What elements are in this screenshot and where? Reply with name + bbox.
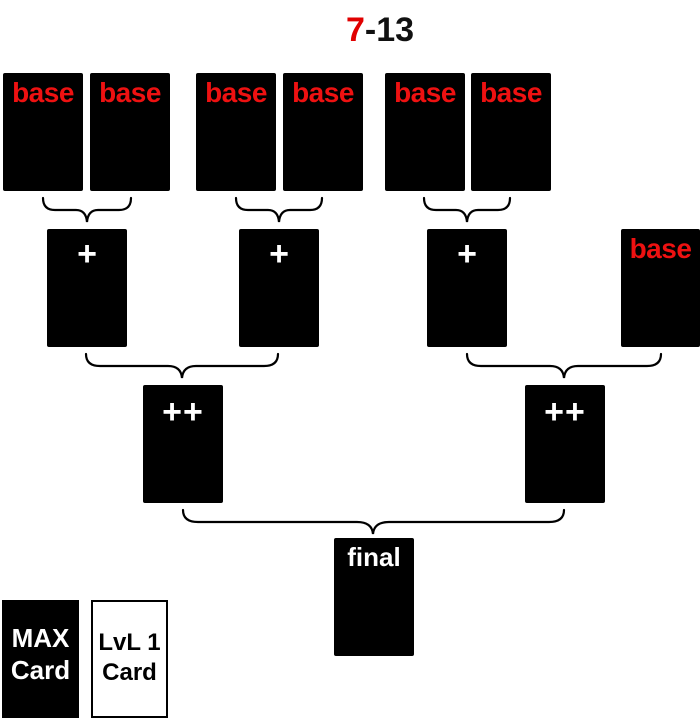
base-card-label: base <box>12 77 74 108</box>
plusplus-card: ++ <box>143 385 223 503</box>
base-card-label: base <box>394 77 456 108</box>
brace <box>465 352 663 379</box>
plusplus-card-label: ++ <box>162 393 204 431</box>
plus-card: + <box>47 229 127 347</box>
legend-lvl1-card: LvL 1 Card <box>91 600 168 718</box>
base-card-label: base <box>480 77 542 108</box>
brace <box>41 196 133 223</box>
legend-max-line1: MAX <box>11 623 70 653</box>
base-card: base <box>90 73 170 191</box>
legend-lvl-line1: LvL 1 <box>98 629 161 656</box>
final-card: final <box>334 538 414 656</box>
plus-card-label: + <box>77 235 97 273</box>
brace <box>181 508 566 535</box>
diagram-title: 7-13 <box>0 10 700 50</box>
plus-card-label: + <box>457 235 477 273</box>
title-red-part: 7 <box>345 11 365 49</box>
base-card-label: base <box>205 77 267 108</box>
legend-max-line2: Card <box>10 655 71 685</box>
base-card-label: base <box>292 77 354 108</box>
title-black-part: -13 <box>364 11 415 49</box>
base-card: base <box>471 73 551 191</box>
plusplus-card-label: ++ <box>544 393 586 431</box>
base-card-label: base <box>99 77 161 108</box>
base-card: base <box>621 229 700 347</box>
brace <box>84 352 280 379</box>
base-card: base <box>3 73 83 191</box>
plus-card: + <box>239 229 319 347</box>
final-card-label: final <box>347 542 401 572</box>
brace <box>422 196 512 223</box>
legend-lvl-line2: Card <box>102 659 157 686</box>
base-card: base <box>196 73 276 191</box>
base-card: base <box>283 73 363 191</box>
plus-card-label: + <box>269 235 289 273</box>
base-card-label: base <box>629 233 692 264</box>
plusplus-card: ++ <box>525 385 605 503</box>
legend-max-card: MAX Card <box>2 600 79 718</box>
brace <box>234 196 324 223</box>
plus-card: + <box>427 229 507 347</box>
base-card: base <box>385 73 465 191</box>
